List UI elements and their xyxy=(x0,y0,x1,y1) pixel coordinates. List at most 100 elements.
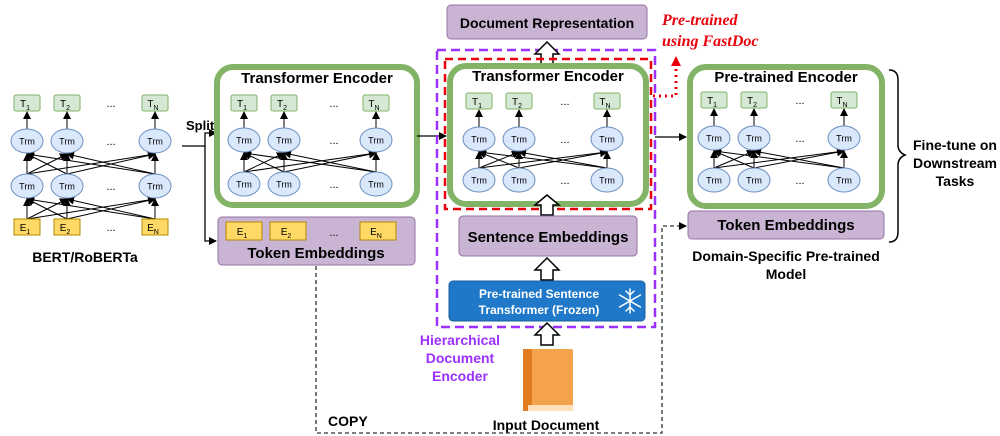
enc-right-trm-label: Trm xyxy=(746,176,762,186)
sentence-transformer-box: Pre-trained Sentence Transformer (Frozen… xyxy=(448,280,646,322)
emb-left-token xyxy=(359,221,397,241)
enc-right-trm-node xyxy=(827,125,861,151)
bert-ellipsis: ... xyxy=(106,181,115,193)
enc-left-trm-node xyxy=(267,127,301,153)
pretrained-encoder-title: Pre-trained Encoder xyxy=(714,69,858,86)
enc-center-trm-node xyxy=(502,126,536,152)
emb-left-token-label: E1 xyxy=(237,227,248,240)
enc-right-output-token-label: T1 xyxy=(707,96,717,109)
enc-right-output-token-label: TN xyxy=(836,96,847,109)
token-embeddings-right-box xyxy=(687,210,885,240)
snowflake-icon xyxy=(618,288,642,314)
enc-right-output-token xyxy=(740,91,768,109)
bert-trm-label: Trm xyxy=(19,137,35,147)
enc-left-trm-node xyxy=(227,171,261,197)
bert-trm-label: Trm xyxy=(19,182,35,192)
input-document-label: Input Document xyxy=(493,417,600,433)
enc-center-ellipsis: ... xyxy=(560,96,569,108)
enc-right-ellipsis: ... xyxy=(795,95,804,107)
enc-center-output-token-label: T2 xyxy=(512,97,522,110)
enc-left-output-token-label: T2 xyxy=(277,99,287,112)
emb-left-token xyxy=(225,221,263,241)
enc-left-output-token-label: T1 xyxy=(237,99,247,112)
finetune-line3: Tasks xyxy=(936,173,975,189)
bert-output-token xyxy=(13,94,41,112)
finetune-line1: Fine-tune on xyxy=(913,137,997,153)
enc-right-edge-mid xyxy=(713,147,845,169)
enc-left-output-token xyxy=(270,94,298,112)
enc-center-edge-mid xyxy=(478,148,608,169)
enc-right-output-token-label: T2 xyxy=(747,96,757,109)
enc-left-trm-label: Trm xyxy=(368,180,384,190)
finetune-line2: Downstream xyxy=(913,155,997,171)
bert-output-token-label: T2 xyxy=(60,99,70,112)
enc-left-trm-label: Trm xyxy=(236,180,252,190)
enc-right-ellipsis: ... xyxy=(795,175,804,187)
sentence-embeddings-box xyxy=(458,215,638,257)
split-label: Split xyxy=(186,118,215,133)
enc-left-edge-mid xyxy=(243,150,377,173)
bert-output-token xyxy=(53,94,81,112)
bert-input-token xyxy=(141,218,169,236)
hier-encoder-line3: Encoder xyxy=(432,368,489,384)
bert-ellipsis: ... xyxy=(106,222,115,234)
enc-center-trm-label: Trm xyxy=(511,135,527,145)
bert-input-token-label: E1 xyxy=(20,223,31,236)
domain-model-line2: Model xyxy=(766,266,806,282)
fastdoc-dotted-arrow xyxy=(647,56,681,98)
bert-trm-label: Trm xyxy=(59,182,75,192)
bert-output-token-label: T1 xyxy=(20,99,30,112)
emb-left-token-label: EN xyxy=(370,227,382,240)
enc-center-trm-node xyxy=(462,126,496,152)
enc-right-trm-node xyxy=(827,167,861,193)
emb-left-token-label: E2 xyxy=(281,227,292,240)
split-arrow-top xyxy=(182,129,217,147)
bert-edge-in xyxy=(66,196,156,220)
enc-center-output-token-label: TN xyxy=(599,97,610,110)
enc-left-output-token xyxy=(362,94,390,112)
enc-center-trm-label: Trm xyxy=(471,135,487,145)
split-arrow-bottom xyxy=(204,146,217,245)
copy-label: COPY xyxy=(328,413,368,429)
bert-ellipsis: ... xyxy=(106,136,115,148)
domain-model-line1: Domain-Specific Pre-trained xyxy=(692,248,880,264)
enc-center-ellipsis: ... xyxy=(560,175,569,187)
enc-center-trm-node xyxy=(590,167,624,193)
enc-left-trm-node xyxy=(359,127,393,153)
enc-right-trm-node xyxy=(697,125,731,151)
enc-left-trm-node xyxy=(227,127,261,153)
bert-edge-mid xyxy=(66,151,156,175)
bert-trm-node xyxy=(50,173,84,199)
enc-right-output-token xyxy=(700,91,728,109)
enc-center-trm-label: Trm xyxy=(599,176,615,186)
enc-left-trm-node xyxy=(267,171,301,197)
enc-right-trm-label: Trm xyxy=(836,176,852,186)
sentence-transformer-line1: Pre-trained Sentence xyxy=(479,287,599,301)
bert-trm-node xyxy=(10,173,44,199)
enc-left-trm-label: Trm xyxy=(368,136,384,146)
enc-left-output-token xyxy=(230,94,258,112)
bert-trm-label: Trm xyxy=(147,182,163,192)
enc-center-output-token xyxy=(505,92,533,110)
enc-right-ellipsis: ... xyxy=(795,133,804,145)
enc-center-ellipsis: ... xyxy=(560,134,569,146)
sentence-embeddings-label: Sentence Embeddings xyxy=(468,229,629,246)
encoder-title-left: Transformer Encoder xyxy=(241,70,393,87)
bert-input-token xyxy=(53,218,81,236)
bert-trm-node xyxy=(10,128,44,154)
bert-edge-in xyxy=(26,196,156,220)
emb-left-ellipsis: ... xyxy=(329,227,338,239)
right-brace xyxy=(888,69,907,243)
enc-left-ellipsis: ... xyxy=(329,98,338,110)
hollow-arrow-book-to-transformer xyxy=(533,321,561,346)
bert-input-token-label: E2 xyxy=(60,223,71,236)
enc-center-output-token xyxy=(593,92,621,110)
bert-input-token-label: EN xyxy=(147,223,159,236)
enc-left-output-token-label: TN xyxy=(368,99,379,112)
bert-caption: BERT/RoBERTa xyxy=(32,249,138,265)
enc-right-trm-node xyxy=(737,125,771,151)
document-representation-label: Document Representation xyxy=(460,15,634,31)
